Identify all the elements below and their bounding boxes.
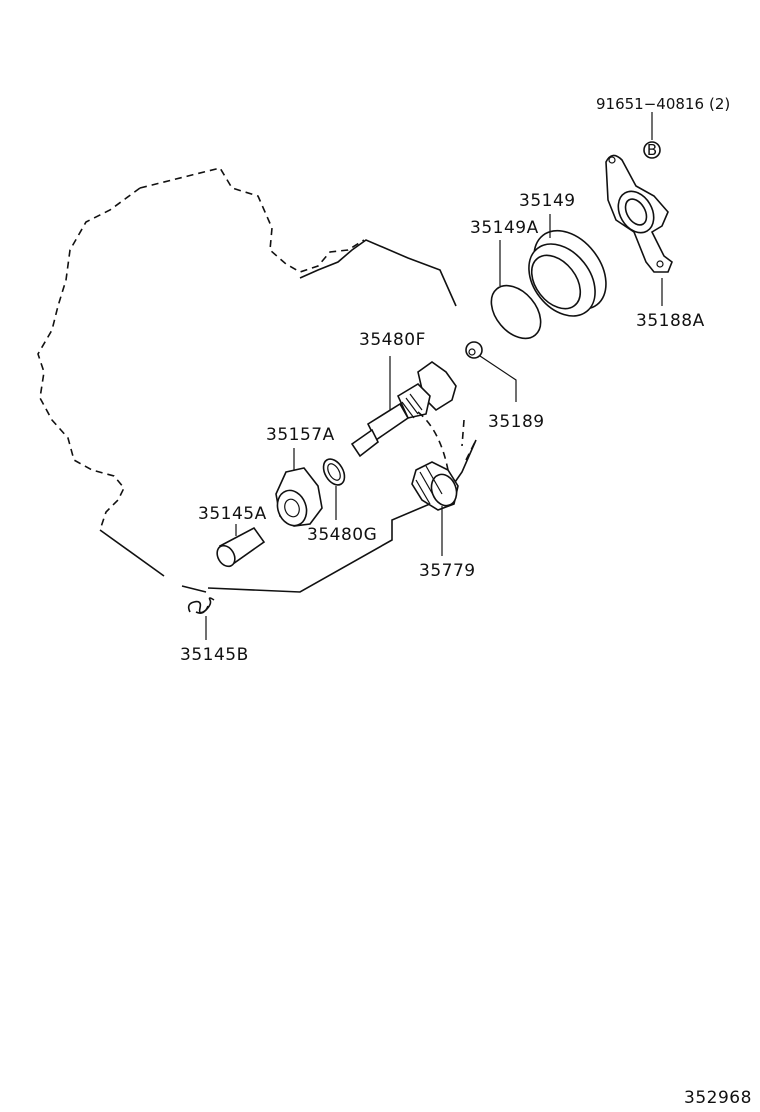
plug-35189 <box>465 341 517 402</box>
shaft-35480F <box>350 356 457 471</box>
gear-35779 <box>411 461 459 556</box>
label-35149: 35149 <box>519 191 576 211</box>
bushing-35145A <box>216 524 266 568</box>
label-35480F: 35480F <box>359 330 426 350</box>
label-35145B: 35145B <box>180 645 249 665</box>
bolt-91651: B <box>643 112 661 159</box>
label-35189: 35189 <box>488 412 545 432</box>
bracket-35188A <box>605 154 673 306</box>
part-labels: 91651−40816 (2) 35149 35149A 35188A 3548… <box>180 95 752 1108</box>
bolt-marker-label: B <box>647 141 657 159</box>
oring-35480G <box>322 458 346 520</box>
sleeve-35157A <box>275 448 323 527</box>
label-91651-qty: (2) <box>709 95 730 113</box>
label-35779: 35779 <box>419 561 476 581</box>
label-35188A: 35188A <box>636 311 705 331</box>
seal-35149 <box>528 214 607 317</box>
label-91651-40816: 91651−40816 <box>596 95 704 113</box>
label-35480G: 35480G <box>307 525 377 545</box>
label-35149A: 35149A <box>470 218 539 238</box>
figure-number: 352968 <box>684 1088 752 1108</box>
spring-35145B <box>187 597 215 640</box>
label-35145A: 35145A <box>198 504 267 524</box>
label-35157A: 35157A <box>266 425 335 445</box>
oring-35149A <box>490 240 542 340</box>
transmission-housing-outline <box>37 167 477 593</box>
